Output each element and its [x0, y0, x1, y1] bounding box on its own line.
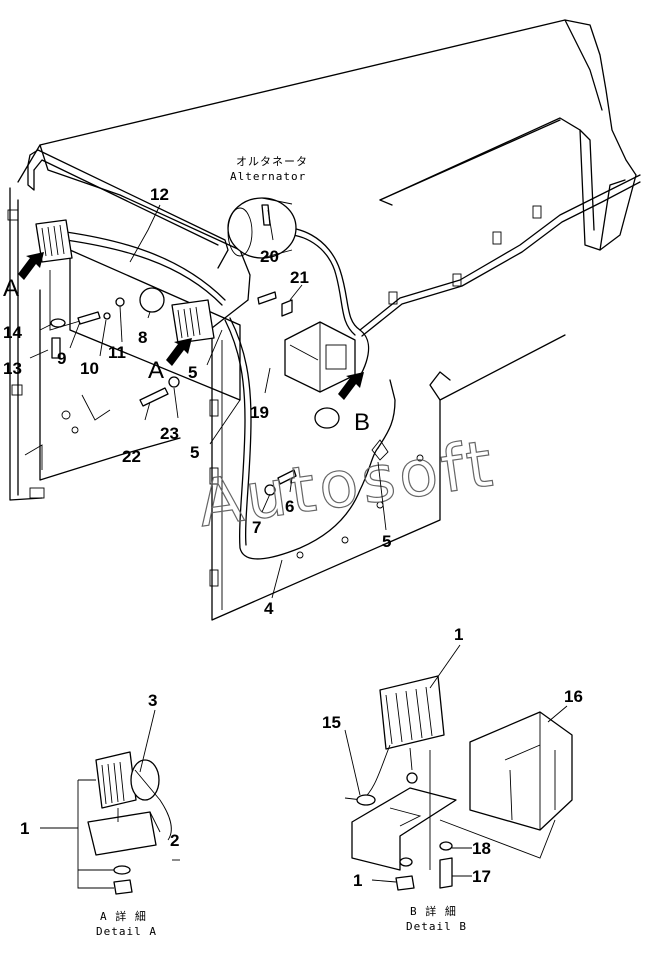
- callout-23: 23: [160, 424, 179, 443]
- view-letter-b: B: [354, 409, 370, 436]
- callouts-main: 12 20 21 14 13 9 10 11 8 5 19 22 23 5 6 …: [3, 185, 391, 618]
- callout-9: 9: [57, 349, 66, 368]
- watermark: Autosoft: [194, 427, 501, 542]
- view-arrow-a-left: [18, 252, 44, 280]
- hardware: [50, 204, 297, 496]
- work-lamp-front: [139, 287, 215, 344]
- callout-detail-b-1-bottom: 1: [353, 871, 362, 890]
- callout-5-b: 5: [190, 443, 199, 462]
- detail-a-caption-jp: A 詳 細: [100, 909, 147, 923]
- callout-6: 6: [285, 497, 294, 516]
- callout-21: 21: [290, 268, 309, 287]
- callout-detail-b-18: 18: [472, 839, 491, 858]
- detail-a: [40, 709, 180, 895]
- callout-11: 11: [108, 343, 126, 362]
- callout-7: 7: [252, 518, 261, 537]
- work-lamp-b-cover: [284, 321, 356, 393]
- callout-14: 14: [3, 323, 22, 342]
- callout-5-c: 5: [382, 532, 391, 551]
- callout-detail-b-16: 16: [564, 687, 583, 706]
- callout-detail-b-17: 17: [472, 867, 491, 886]
- callout-8: 8: [138, 328, 147, 347]
- callout-detail-b-15: 15: [322, 713, 341, 732]
- detail-b: [344, 644, 573, 891]
- wiring-harness: [65, 174, 641, 560]
- callout-10: 10: [80, 359, 99, 378]
- view-arrow-b: [338, 372, 364, 400]
- view-letter-a-front: A: [148, 357, 164, 384]
- callout-detail-b-1-top: 1: [454, 625, 463, 644]
- alternator-label-jp: オルタネータ: [236, 155, 308, 168]
- alternator: [227, 197, 297, 259]
- work-lamp-left: [35, 219, 73, 263]
- callout-22: 22: [122, 447, 141, 466]
- callout-12: 12: [150, 185, 169, 204]
- cylinder-part: [314, 407, 340, 429]
- detail-b-caption-jp: B 詳 細: [410, 904, 457, 918]
- view-arrow-a-front: [166, 338, 192, 366]
- leader-lines-main: [29, 204, 387, 599]
- detail-a-caption-en: Detail A: [96, 925, 157, 938]
- callout-20: 20: [260, 247, 279, 266]
- callout-19: 19: [250, 403, 269, 422]
- callout-4: 4: [264, 599, 274, 618]
- callout-detail-a-3: 3: [148, 691, 157, 710]
- callout-detail-a-2: 2: [170, 831, 179, 850]
- view-letter-a-left: A: [3, 275, 19, 302]
- cab-body: [7, 19, 637, 621]
- alternator-label-en: Alternator: [230, 170, 306, 183]
- callout-detail-a-1: 1: [20, 819, 29, 838]
- callout-5-a: 5: [188, 363, 197, 382]
- callout-13: 13: [3, 359, 22, 378]
- detail-b-caption-en: Detail B: [406, 920, 467, 933]
